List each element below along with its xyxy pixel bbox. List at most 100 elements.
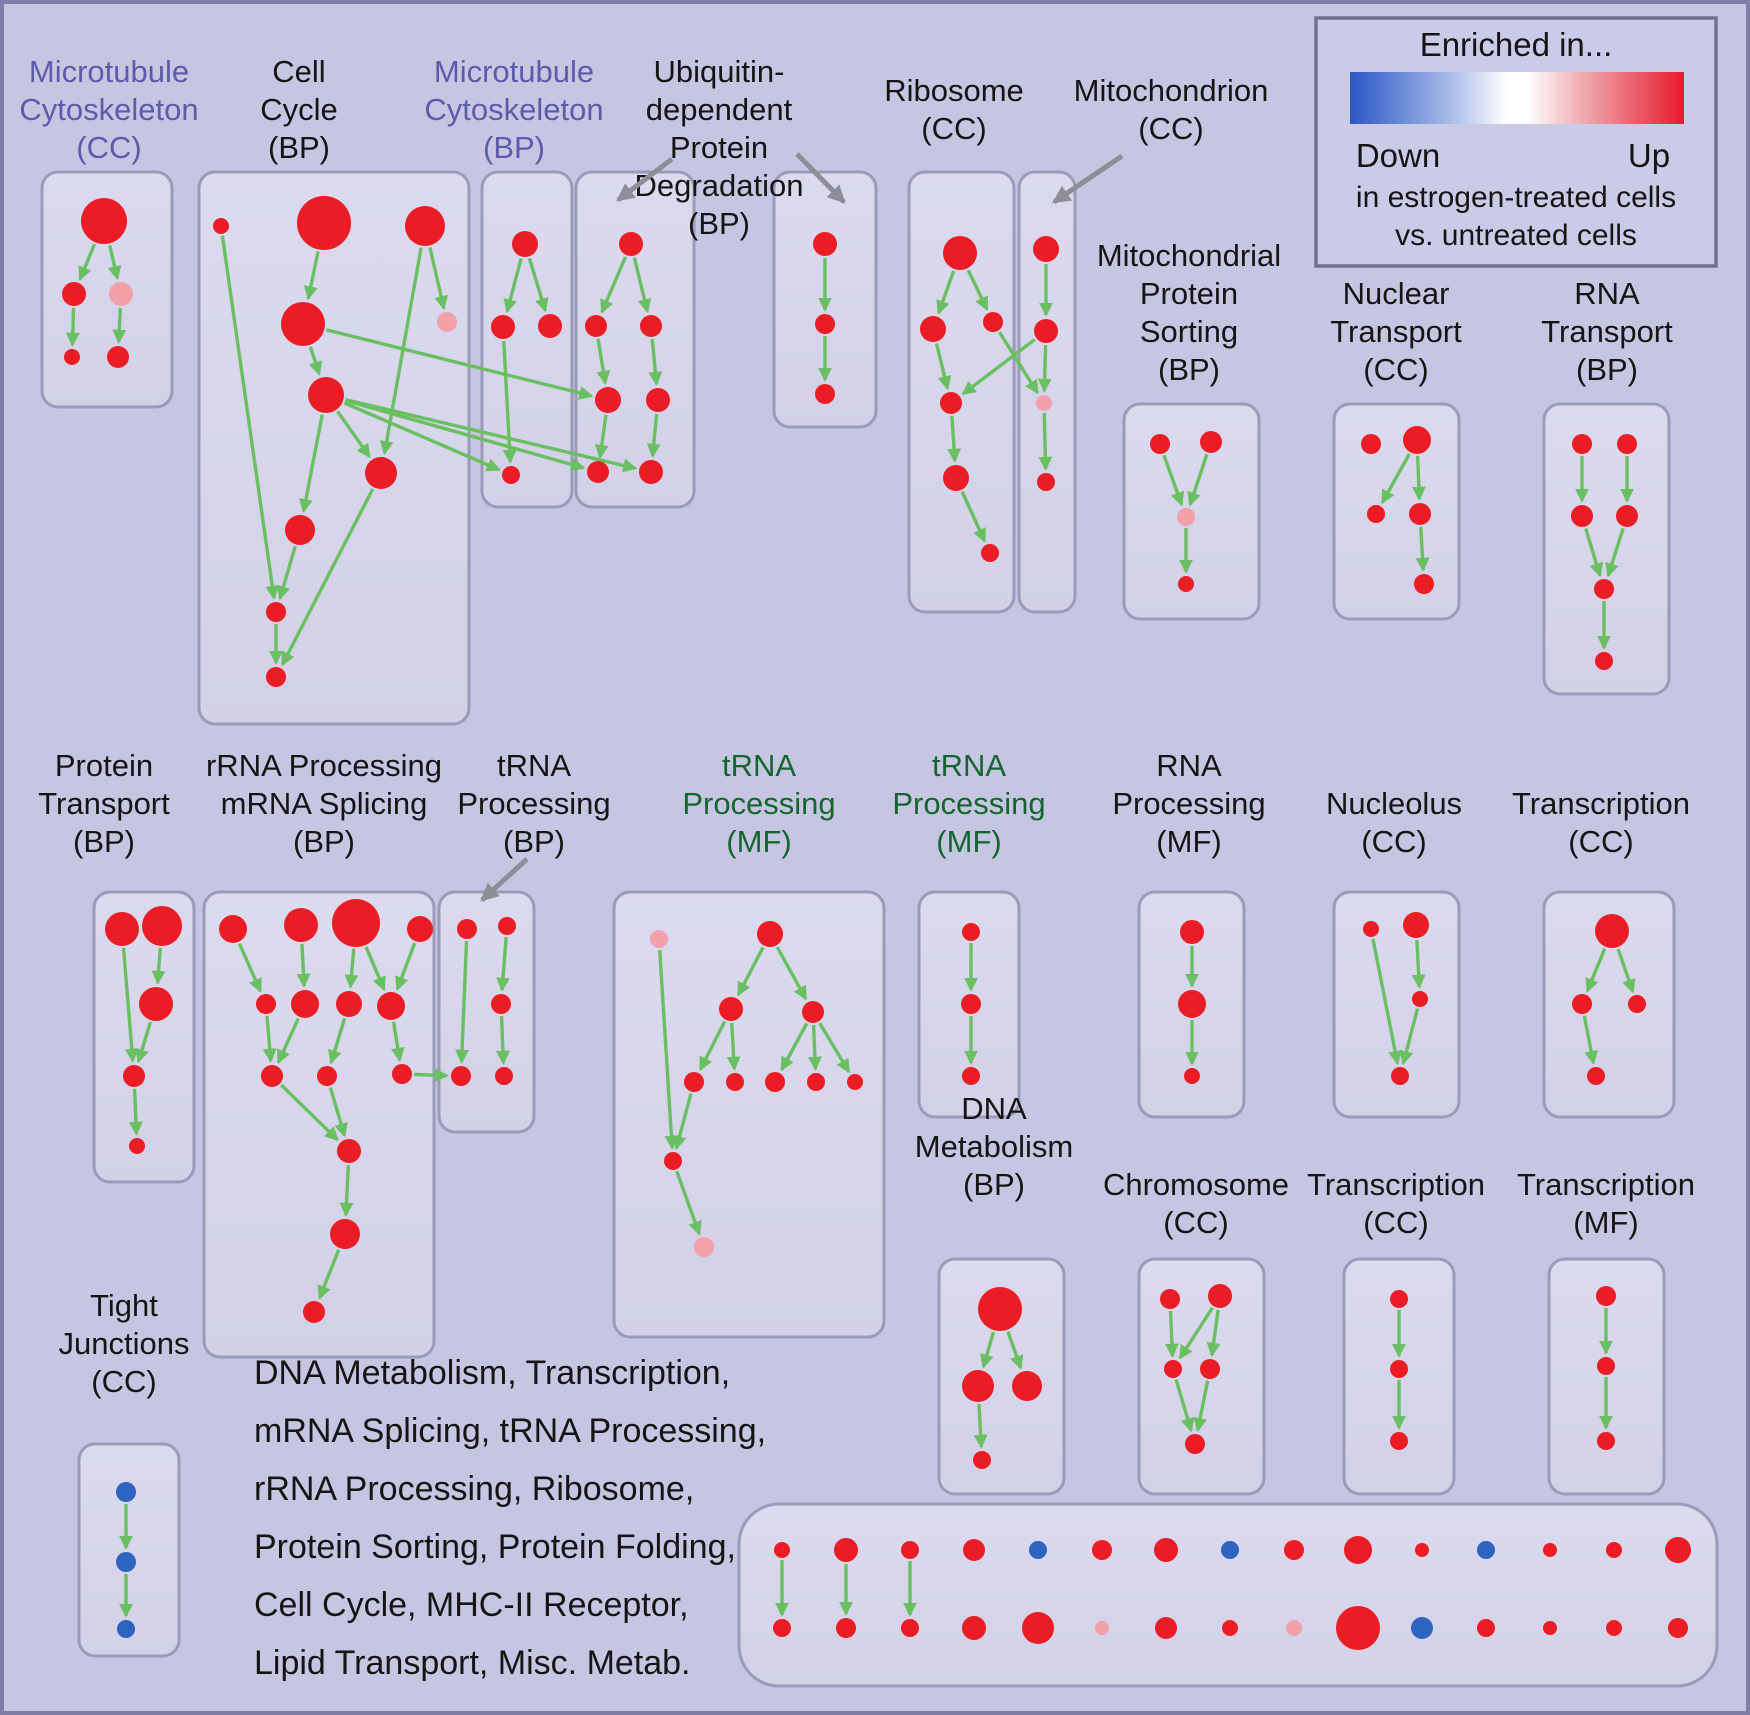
ribosome-cc-edge-r2-r4 (934, 343, 952, 391)
legend-title: Enriched in... (1420, 26, 1613, 63)
dna-metabolism-box (937, 1257, 1066, 1496)
misc-panel-node-bottom-13 (1606, 1620, 1622, 1636)
ubiquitin-degradation-a-node-u1 (619, 232, 643, 256)
cell-cycle-node-cc4 (281, 302, 325, 346)
trna-processing-mf-large-edge-w5-w10 (672, 1093, 693, 1151)
mitochondrion-cc-label: Mitochondrion(CC) (1074, 73, 1269, 146)
rna-transport-node-q5 (1594, 579, 1614, 599)
cross-edge-2 (344, 398, 586, 472)
annotation-arrow-2 (1052, 153, 1124, 205)
microtubule-cytoskeleton-bp-node-m1 (512, 231, 538, 257)
misc-panel-node-top-14 (1665, 1537, 1691, 1563)
trna-processing-bp-edge-h2-h3 (496, 936, 510, 992)
microtubule-cytoskeleton-cc-node-c (109, 282, 133, 306)
nucleolus-cc-node-o4 (1391, 1067, 1409, 1085)
ubiquitin-degradation-b-node-v1 (813, 232, 837, 256)
cell-cycle-node-cc3 (405, 206, 445, 246)
nucleolus-cc-label: Nucleolus(CC) (1326, 786, 1462, 859)
mitochondrion-cc-node-t1 (1033, 236, 1059, 262)
protein-transport-box (92, 890, 196, 1184)
trna-processing-mf-large-node-w4 (802, 1001, 824, 1023)
mitochondrial-protein-sorting-edge-s2-s3 (1187, 453, 1209, 507)
mitochondrion-cc-edge-t2-t3 (1037, 344, 1052, 393)
rrna-processing-mrna-splicing-node-g1 (219, 915, 247, 943)
cross-edge-0 (325, 328, 594, 400)
trna-processing-mf-large-edge-w3-w5 (698, 1020, 727, 1072)
misc-panel-node-top-13 (1606, 1542, 1622, 1558)
misc-panel-node-top-9 (1344, 1536, 1372, 1564)
rna-transport-node-q3 (1571, 505, 1593, 527)
rrna-processing-mrna-splicing-node-g11 (392, 1064, 412, 1084)
chromosome-cc-edge-e2-e4 (1206, 1309, 1221, 1357)
transcription-mf-box (1547, 1257, 1666, 1496)
annotation-arrow-1 (795, 152, 846, 204)
ubiquitin-degradation-a-node-u6 (587, 461, 609, 483)
cross-edge-6 (413, 1068, 449, 1083)
nuclear-transport-edge-nt4-nt5 (1415, 526, 1430, 572)
tight-junctions-node-tj2 (116, 1552, 136, 1572)
cell-cycle-edge-cc1-cc9 (220, 235, 280, 600)
trna-processing-bp-node-h4 (451, 1066, 471, 1086)
nuclear-transport-node-nt3 (1367, 505, 1385, 523)
misc-panel-box (737, 1502, 1719, 1688)
microtubule-cytoskeleton-cc-node-a (81, 198, 127, 244)
transcription-mf-node-y1 (1596, 1286, 1616, 1306)
misc-panel-node-top-1 (834, 1538, 858, 1562)
trna-processing-mf-large-node-w11 (694, 1237, 714, 1257)
ubiquitin-degradation-a-edge-u4-u6 (594, 414, 609, 459)
protein-transport-node-pt3 (139, 987, 173, 1021)
misc-panel-node-bottom-9 (1336, 1606, 1380, 1650)
microtubule-cytoskeleton-cc-edge-a-c (107, 244, 122, 281)
trna-processing-bp-node-h3 (491, 994, 511, 1014)
transcription-cc-upper-edge-z2-z4 (1582, 1015, 1599, 1065)
microtubule-cytoskeleton-cc-edge-c-e (112, 307, 127, 344)
microtubule-cytoskeleton-cc-edge-b-d (65, 307, 80, 347)
ribosome-cc-edge-r1-r3 (966, 269, 989, 311)
microtubule-cytoskeleton-bp-node-m3 (538, 314, 562, 338)
rrna-processing-mrna-splicing-edge-g8-g11 (390, 1021, 405, 1062)
rrna-processing-mrna-splicing-edge-g4-g8 (395, 942, 417, 991)
protein-transport-edge-pt2-pt3 (151, 947, 166, 985)
dna-metabolism-edge-d1-d2 (980, 1331, 996, 1369)
nucleolus-cc-edge-o1-o4 (1371, 938, 1402, 1065)
ubiquitin-degradation-a-edge-u1-u3 (632, 257, 652, 314)
chromosome-cc-node-e5 (1185, 1434, 1205, 1454)
trna-processing-bp-edge-h3-h5 (495, 1015, 510, 1065)
rna-processing-mf-node-l2 (1178, 990, 1206, 1018)
rrna-processing-mrna-splicing-edge-g13-g14 (317, 1249, 341, 1300)
mitochondrial-protein-sorting-node-s3 (1177, 508, 1195, 526)
microtubule-cytoskeleton-bp-edge-m2-m4 (502, 340, 517, 464)
transcription-mf-node-y2 (1597, 1357, 1615, 1375)
microtubule-cytoskeleton-bp-edge-m1-m2 (503, 258, 523, 314)
cross-edge-5 (997, 331, 1040, 395)
cell-cycle-box (197, 170, 471, 726)
ribosome-cc-node-r3 (983, 312, 1003, 332)
dna-metabolism-edge-d2-d4 (973, 1403, 988, 1449)
tight-junctions-node-tj1 (116, 1482, 136, 1502)
rna-transport-edge-q4-q5 (1605, 527, 1625, 578)
trna-processing-mf-large-node-w2 (757, 921, 783, 947)
trna-processing-mf-large-edge-w2-w4 (775, 946, 808, 1001)
microtubule-cytoskeleton-cc-edge-a-b (78, 243, 97, 281)
mitochondrion-cc-edge-t3-t4 (1038, 412, 1053, 471)
microtubule-cytoskeleton-bp-edge-m1-m3 (527, 257, 549, 313)
cell-cycle-node-cc2 (297, 196, 351, 250)
legend-caption-line2: vs. untreated cells (1395, 219, 1637, 252)
ubiquitin-degradation-a-node-u2 (585, 315, 607, 337)
chromosome-cc-edge-e2-e3 (1178, 1306, 1214, 1360)
trna-processing-bp-node-h2 (498, 917, 516, 935)
rrna-processing-mrna-splicing-edge-g6-g9 (276, 1017, 300, 1064)
trna-processing-mf-large-edge-w10-w11 (675, 1170, 702, 1236)
transcription-cc-upper-node-z2 (1572, 994, 1592, 1014)
misc-panel-node-bottom-12 (1543, 1621, 1557, 1635)
trna-processing-mf-large-node-w1 (650, 930, 668, 948)
misc-panel-node-top-10 (1415, 1543, 1429, 1557)
misc-panel-node-bottom-4 (1022, 1612, 1054, 1644)
trna-processing-mf-large-node-w7 (765, 1072, 785, 1092)
ubiquitin-degradation-a-node-u3 (640, 315, 662, 337)
